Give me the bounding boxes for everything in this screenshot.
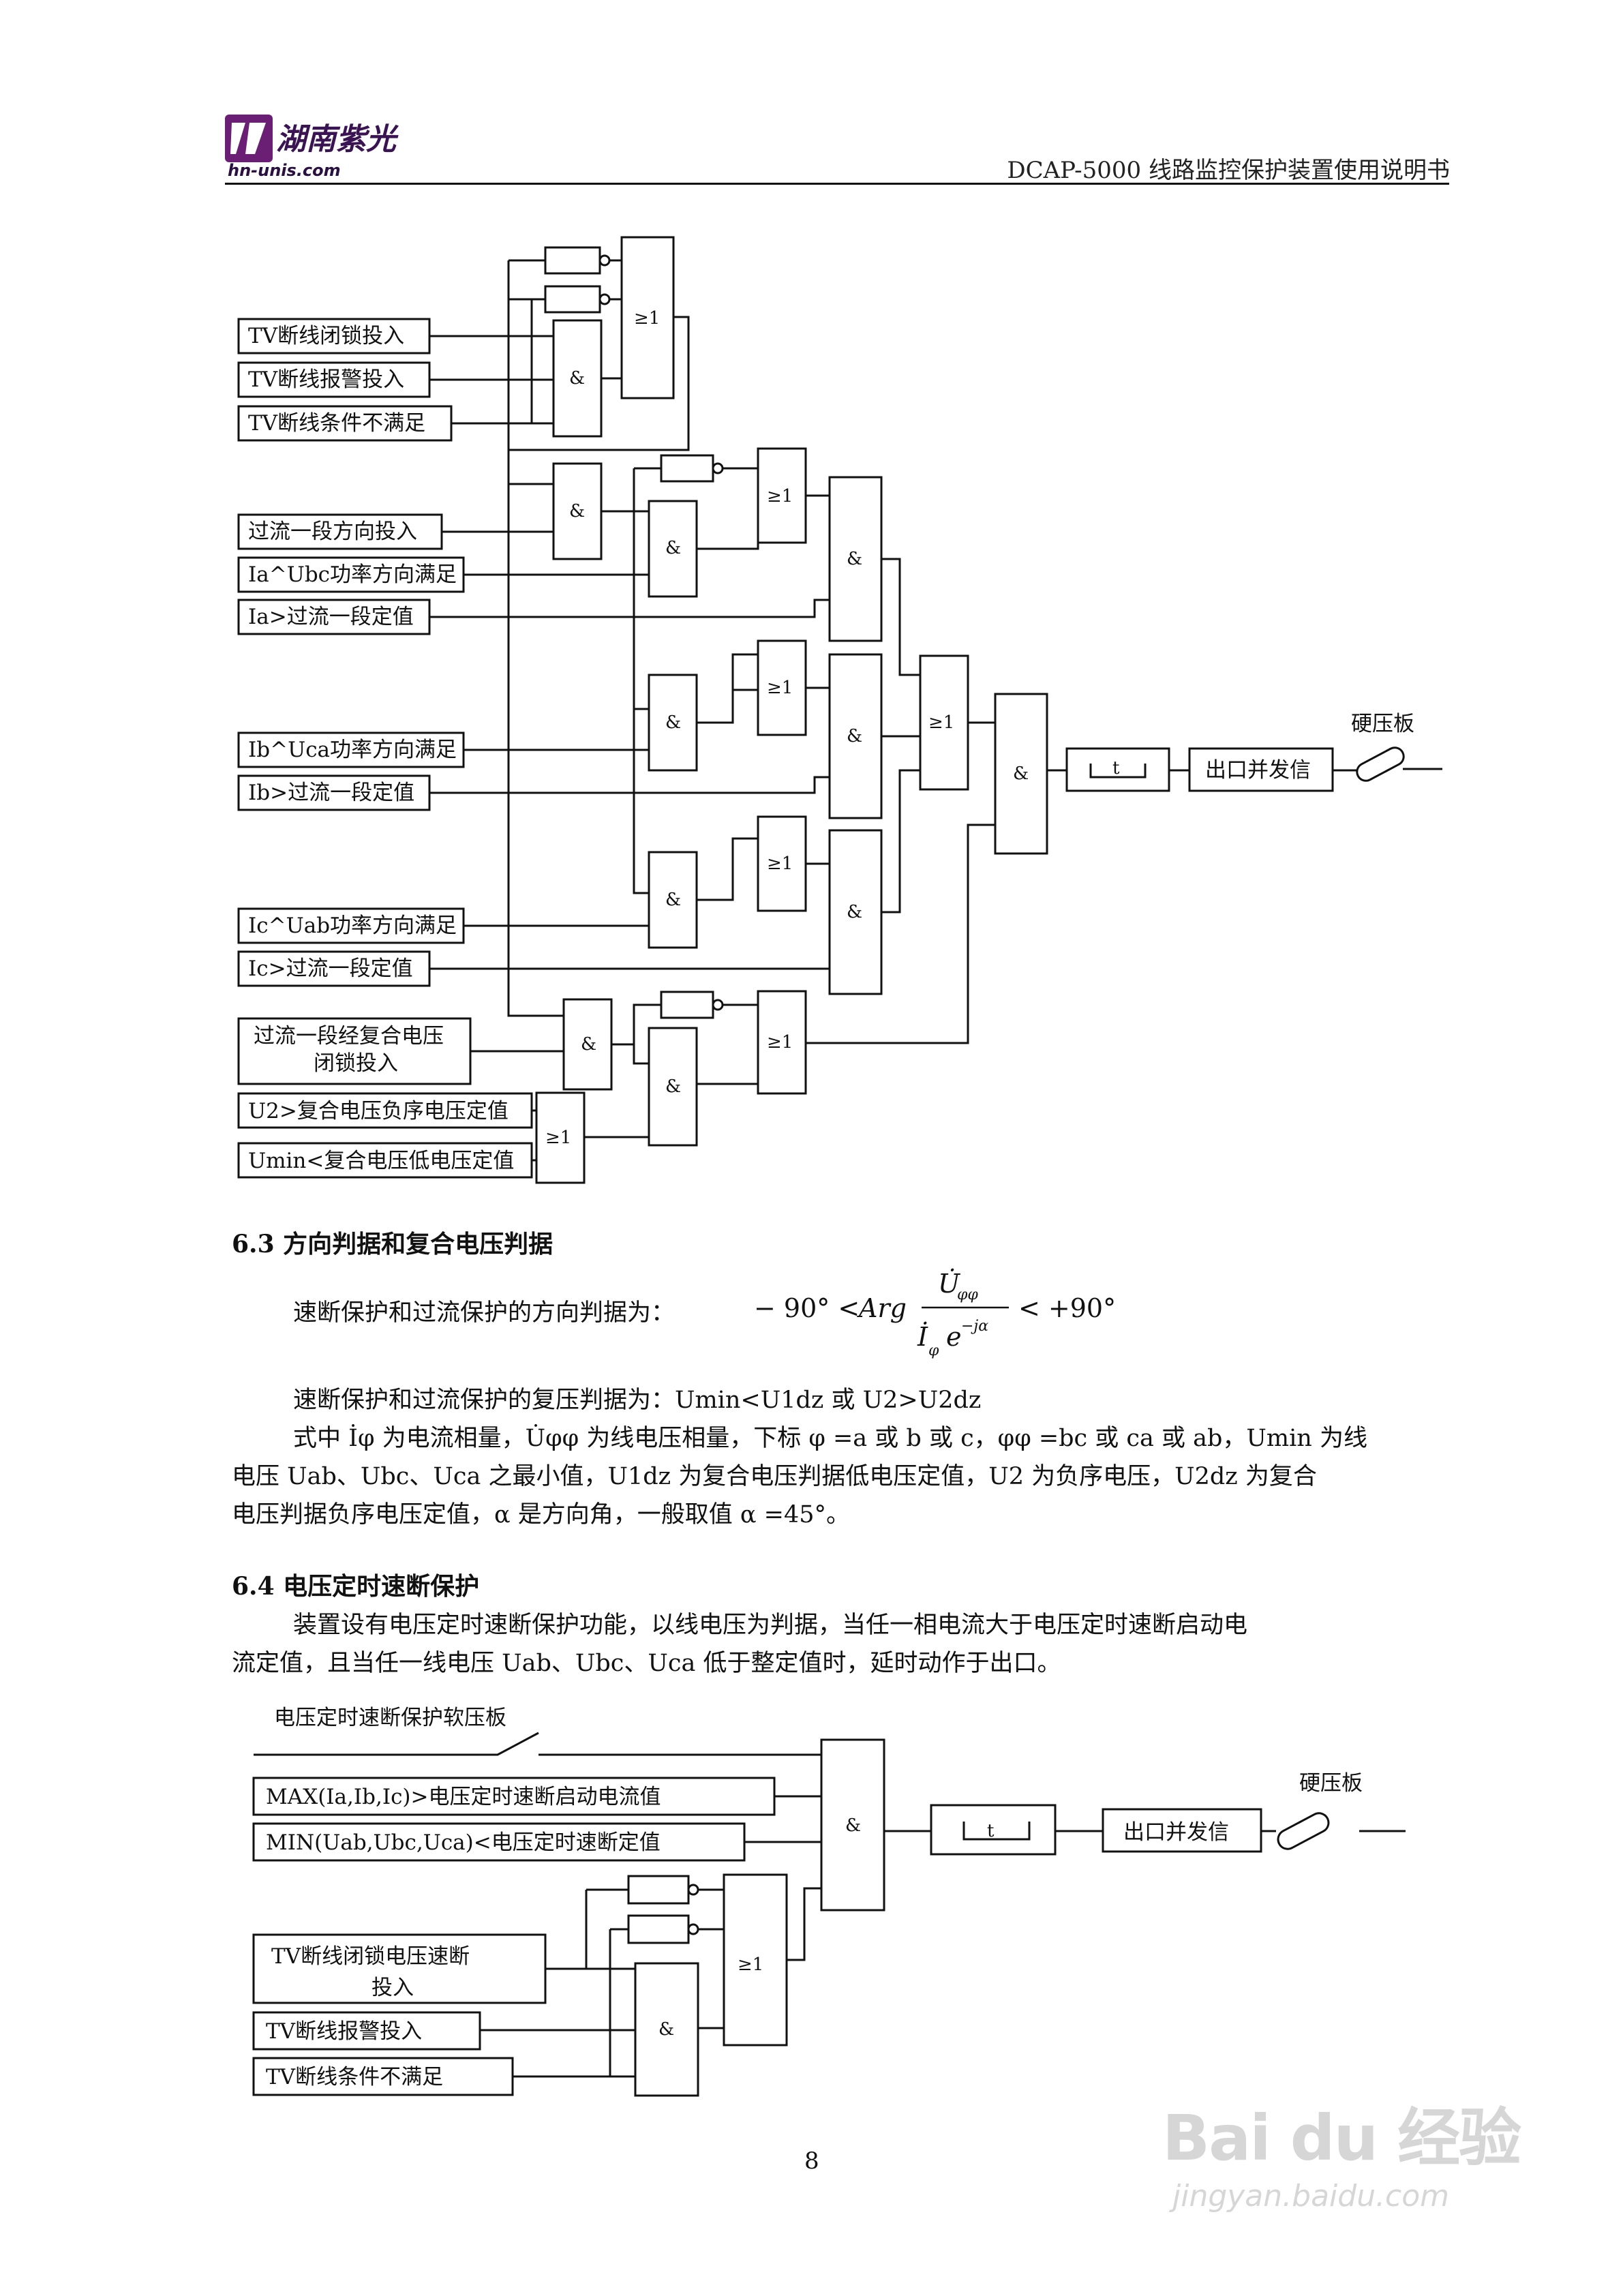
logo-name: 湖南紫光 (276, 122, 396, 157)
svg-text:İ: İ (917, 1322, 928, 1352)
logo-icon (230, 123, 266, 154)
input-label: Ia>过流一段定值 (248, 605, 414, 629)
input-label: MAX(Ia,Ib,Ic)>电压定时速断启动电流值 (266, 1785, 661, 1809)
input-label: Umin<复合电压低电压定值 (248, 1149, 514, 1173)
svg-text:< +90°: < +90° (1018, 1293, 1116, 1323)
input-label: TV断线条件不满足 (248, 411, 425, 436)
watermark-url: jingyan.baidu.com (1172, 2179, 1450, 2214)
and-gate-symbol: & (665, 890, 681, 910)
and-gate-symbol: & (665, 1076, 681, 1097)
input-label: Ib^Uca功率方向满足 (248, 738, 457, 762)
svg-text:φφ: φφ (957, 1286, 978, 1303)
input-label: TV断线报警投入 (248, 367, 404, 392)
section64-line2: 流定值，且当任一线电压 Uab、Ubc、Uca 低于整定值时，延时动作于出口。 (232, 1650, 1061, 1677)
output-label: 出口并发信 (1205, 758, 1311, 783)
input-label: TV断线条件不满足 (266, 2065, 443, 2089)
or-gate-symbol: ≥1 (767, 1032, 793, 1053)
or-gate-symbol: ≥1 (767, 854, 793, 874)
input-label: 闭锁投入 (314, 1051, 398, 1076)
or-gate-symbol: ≥1 (767, 486, 793, 507)
watermark: Bai du 经验 (1162, 2102, 1521, 2175)
input-label: 过流一段方向投入 (248, 519, 417, 544)
timer-label: t (1112, 758, 1120, 779)
document-title: DCAP-5000 线路监控保护装置使用说明书 (1007, 157, 1450, 184)
or-gate-symbol: ≥1 (928, 712, 954, 733)
svg-text:Arg: Arg (857, 1293, 907, 1323)
svg-text:U̇: U̇ (938, 1269, 961, 1299)
logo-mark (225, 115, 273, 162)
input-label: U2>复合电压负序电压定值 (248, 1099, 509, 1123)
diagram-overcurrent-logic: & ≥1 & & ≥1 & & ≥1 & & ≥1 & ≥1 & & & ≥1 … (237, 236, 1442, 1184)
diagram-voltage-protection-logic: & ≥1 & t 电压定时速断保护软压板 MAX(Ia,Ib,Ic)>电压定时速… (252, 1706, 1406, 2097)
svg-text:e: e (946, 1322, 962, 1352)
hard-plate-label: 硬压板 (1351, 712, 1414, 736)
and-gate-symbol: & (658, 2019, 674, 2040)
input-label: 投入 (371, 1976, 414, 2000)
or-gate-symbol: ≥1 (634, 308, 660, 329)
and-gate-symbol: & (581, 1034, 596, 1055)
input-label: TV断线报警投入 (266, 2019, 422, 2044)
svg-text:φ: φ (928, 1342, 939, 1359)
section63-line5: 电压判据负序电压定值，α 是方向角，一般取值 α =45°。 (232, 1501, 851, 1528)
section-heading-6-3: 6.3 方向判据和复合电压判据 (232, 1230, 553, 1258)
section64-line1: 装置设有电压定时速断保护功能，以线电压为判据，当任一相电流大于电压定时速断启动电 (293, 1612, 1248, 1639)
header-rule (225, 183, 1449, 185)
section63-line4: 电压 Uab、Ubc、Uca 之最小值，U1dz 为复合电压判据低电压定值，U2… (232, 1463, 1317, 1490)
logo-url: hn-unis.com (228, 161, 341, 180)
input-label: Ic>过流一段定值 (248, 956, 413, 981)
and-gate-symbol: & (569, 368, 585, 389)
input-label: MIN(Uab,Ubc,Uca)<电压定时速断定值 (266, 1830, 661, 1855)
hard-plate-label: 硬压板 (1299, 1771, 1363, 1796)
and-gate-symbol: & (847, 726, 862, 746)
and-gate-symbol: & (569, 501, 585, 522)
input-label: Ib>过流一段定值 (248, 781, 414, 805)
and-gate-symbol: & (845, 1815, 861, 1836)
page-number: 8 (804, 2147, 819, 2175)
formula-prefix: 速断保护和过流保护的方向判据为： (293, 1299, 676, 1327)
timer-label: t (987, 1821, 995, 1841)
and-gate-symbol: & (847, 549, 862, 569)
or-gate-symbol: ≥1 (767, 678, 793, 698)
input-label: 过流一段经复合电压 (254, 1024, 444, 1048)
direction-formula: − 90° < Arg U̇ φφ İ φ e −jα < +90° (754, 1269, 1116, 1359)
or-gate-symbol: ≥1 (738, 1954, 763, 1975)
output-label: 出口并发信 (1123, 1820, 1229, 1845)
and-gate-symbol: & (847, 902, 862, 922)
input-label: Ic^Uab功率方向满足 (248, 913, 457, 938)
or-gate-symbol: ≥1 (545, 1128, 571, 1148)
section63-line3: 式中 İφ 为电流相量，U̇φφ 为线电压相量，下标 φ =a 或 b 或 c，… (293, 1425, 1367, 1452)
soft-plate-label: 电压定时速断保护软压板 (274, 1706, 506, 1730)
svg-text:−jα: −jα (961, 1318, 988, 1335)
input-label: TV断线闭锁电压速断 (271, 1944, 470, 1969)
and-gate-symbol: & (665, 538, 681, 558)
and-gate-symbol: & (1013, 764, 1029, 784)
and-gate-symbol: & (665, 712, 681, 733)
section63-line2: 速断保护和过流保护的复压判据为：Umin<U1dz 或 U2>U2dz (293, 1387, 982, 1414)
input-label: Ia^Ubc功率方向满足 (248, 562, 457, 587)
svg-text:− 90° <: − 90° < (754, 1293, 860, 1323)
section-heading-6-4: 6.4 电压定时速断保护 (232, 1572, 480, 1601)
input-label: TV断线闭锁投入 (248, 324, 404, 348)
